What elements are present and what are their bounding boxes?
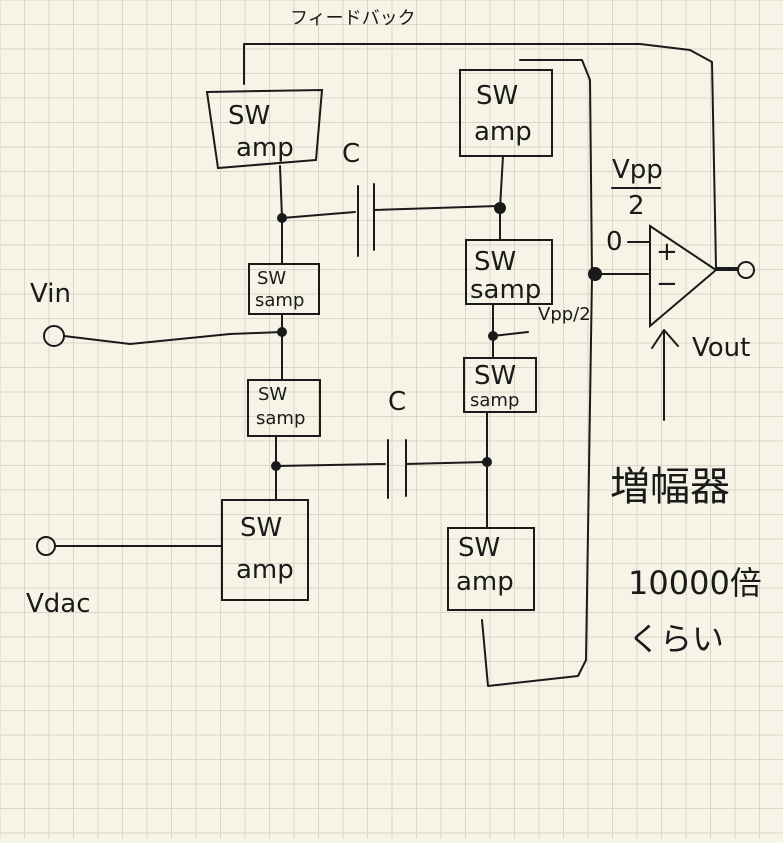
right-wire-1 (499, 155, 504, 209)
vdac-terminal (36, 536, 56, 556)
left-bottom-amp-line2: amp (236, 555, 294, 585)
left-samp-2-line2: samp (256, 408, 305, 429)
amp-pointer-arrowhead (651, 329, 679, 349)
cap-bottom-wire-left (275, 463, 386, 467)
right-samp-2-line2: samp (470, 390, 519, 411)
right-samp-1-line1: SW (474, 247, 516, 277)
right-top-amp-box (459, 69, 553, 157)
comparator-ref-den: 2 (628, 191, 645, 221)
right-feedback-loop (481, 59, 593, 687)
right-bottom-amp-line1: SW (458, 533, 500, 563)
cap-top-label: C (342, 139, 360, 169)
gain-suffix-label: くらい (628, 620, 724, 658)
right-top-amp-line2: amp (474, 117, 532, 147)
vpp2-mid-label: Vpp/2 (538, 304, 591, 325)
cap-bottom-label: C (388, 387, 406, 417)
vdac-label: Vdac (26, 589, 91, 619)
right-samp-2-box (463, 357, 537, 413)
comparator-ref-num: Vpp (612, 155, 663, 185)
left-samp-1-line1: SW (257, 268, 286, 289)
vout-label: Vout (692, 333, 750, 363)
vin-wire (63, 331, 283, 345)
amp-label: 増幅器 (610, 464, 730, 510)
gain-label: 10000倍 (628, 564, 762, 602)
cap-top-wire-left (281, 211, 356, 219)
comparator-plus: + (656, 237, 678, 267)
right-samp-2-line1: SW (474, 361, 516, 391)
feedback-label: フィードバック (290, 8, 416, 29)
left-samp-2-line1: SW (258, 384, 287, 405)
right-bottom-amp-box (447, 527, 535, 611)
right-top-amp-line1: SW (476, 81, 518, 111)
vpp2-mid-wire (492, 331, 529, 337)
left-samp-1-line2: samp (255, 290, 304, 311)
left-bottom-amp-line1: SW (240, 513, 282, 543)
comparator-minus: − (656, 269, 678, 299)
right-bottom-amp-line2: amp (456, 567, 514, 597)
vin-label: Vin (30, 279, 71, 309)
right-samp-1-box (465, 239, 553, 305)
left-samp-1-box (248, 263, 320, 315)
cap-top-wire-right (373, 205, 499, 211)
left-top-amp-box (205, 88, 324, 170)
left-top-amp-line2: amp (236, 133, 294, 163)
comparator-ref-node: 0 (606, 227, 623, 257)
vout-terminal (737, 261, 755, 279)
left-bottom-amp-box (221, 499, 309, 601)
left-samp-2-box (247, 379, 321, 437)
left-wire-1 (279, 165, 283, 219)
right-samp-1-line2: samp (470, 275, 541, 305)
left-top-amp-line1: SW (228, 101, 270, 131)
feedback-wire (243, 43, 739, 269)
comparator-triangle (649, 224, 718, 329)
cap-bottom-wire-right (405, 461, 487, 465)
